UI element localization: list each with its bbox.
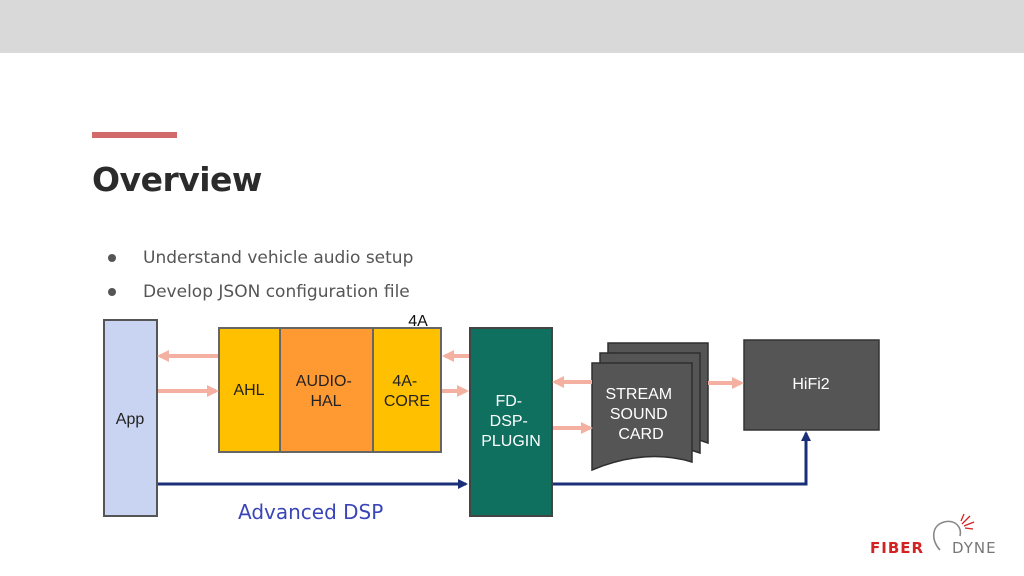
bullet-item: Develop JSON configuration file [108,279,413,313]
bullet-list: Understand vehicle audio setup Develop J… [108,245,413,313]
plugin-line: PLUGIN [481,433,541,450]
hifi-label: HiFi2 [792,376,829,393]
ahl-box [218,327,281,453]
sound-card-line: STREAM [605,386,672,403]
core-line: CORE [384,393,430,410]
sound-card-line: CARD [618,426,663,443]
bullet-dot-icon [108,254,116,262]
plugin-label: FD- DSP- PLUGIN [481,393,541,450]
sound-card-line: SOUND [610,406,668,423]
sound-card-label: STREAM SOUND CARD [605,386,676,443]
sound-card-front [591,362,693,472]
audio-hal-label: AUDIO- HAL [296,373,356,410]
logo-text-dyne: DYNE [952,539,997,557]
slide-title: Overview [92,160,262,199]
core-label: 4A- CORE [384,373,430,410]
app-label: App [116,411,145,428]
bullet-item: Understand vehicle audio setup [108,245,413,279]
title-accent-line [92,132,177,138]
audio-hal-line: AUDIO- [296,373,352,390]
logo-swoosh-icon [932,520,962,551]
logo-text-fiber: FIBER [870,539,924,557]
plugin-line: FD- [495,393,522,410]
app-box [103,319,158,517]
hifi-box [743,339,880,431]
bullet-text: Understand vehicle audio setup [143,248,414,268]
plugin-box [469,327,553,517]
bullet-dot-icon [108,288,116,296]
audio-hal-line: HAL [310,393,341,410]
arrow-plugin-to-hifi-dsp [553,431,811,486]
bullet-text: Develop JSON configuration file [143,282,410,302]
top-bar [0,0,1024,53]
logo-spark-icon [960,513,975,530]
core-box [372,327,442,453]
advanced-dsp-label: Advanced DSP [238,500,383,524]
plugin-line: DSP- [490,413,528,430]
audio-hal-box [279,327,374,453]
fiberdyne-logo: FIBER DYNE [870,513,997,557]
ahl-label: AHL [233,382,264,399]
core-line: 4A- [392,373,417,390]
group-4a-label: 4A [408,313,428,330]
